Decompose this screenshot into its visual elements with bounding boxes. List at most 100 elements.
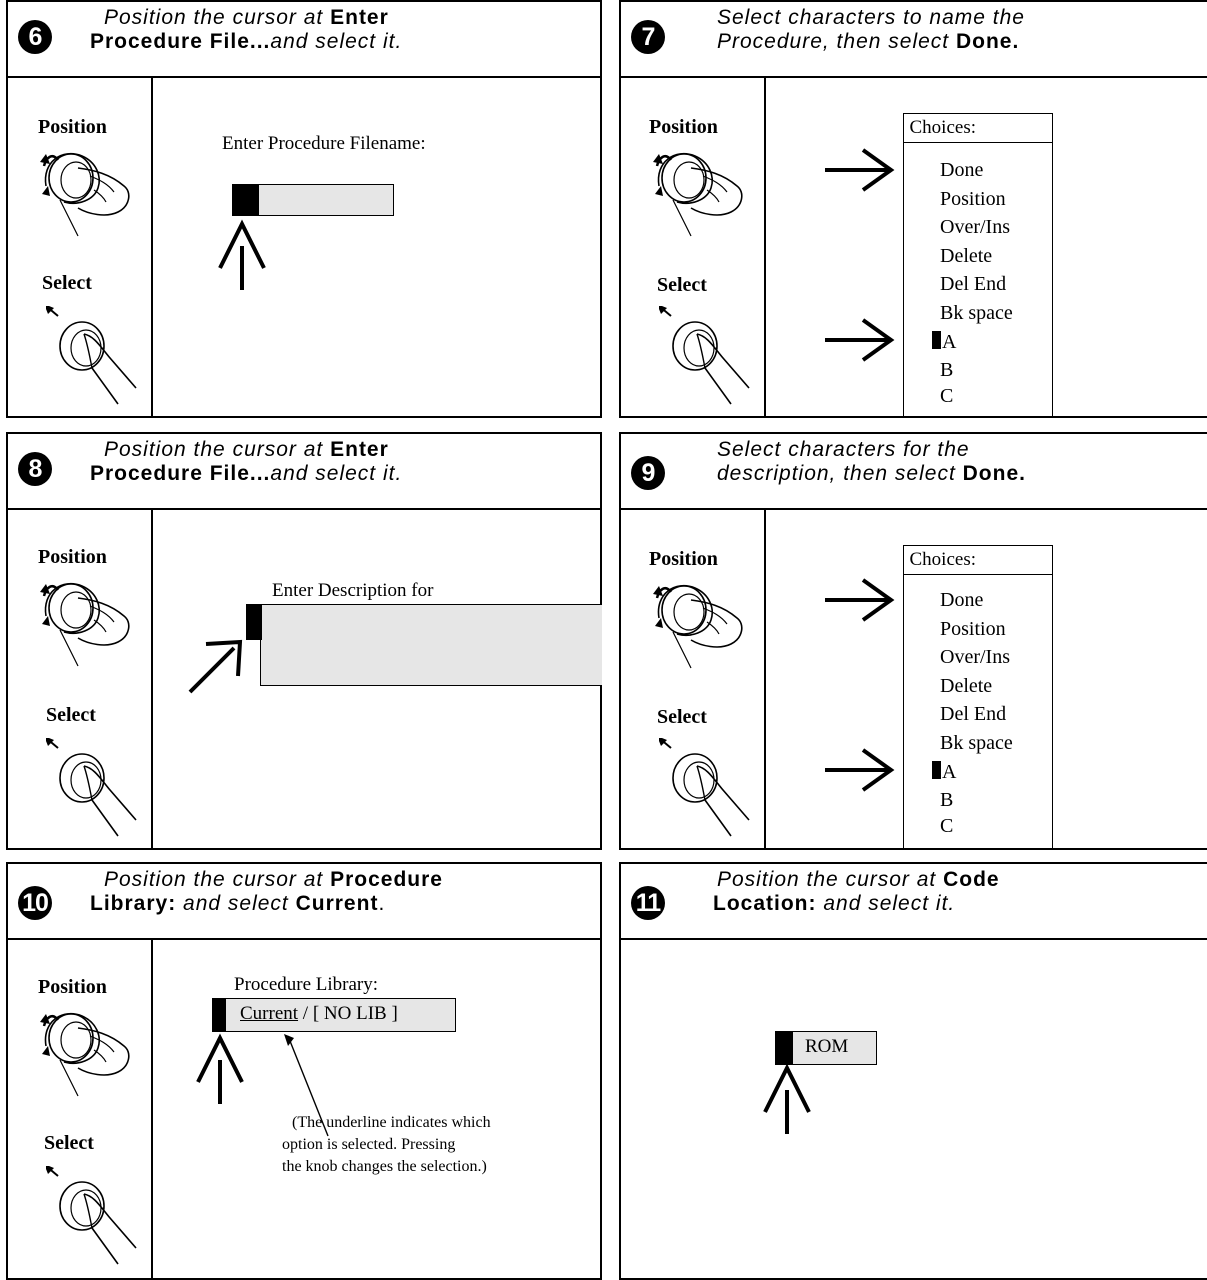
- step-title: Position the cursor at Procedure Library…: [90, 868, 590, 916]
- knob-sidebar: Position Select: [8, 510, 153, 848]
- pointer-line: [284, 1034, 329, 1137]
- text-cursor: [246, 604, 262, 640]
- press-knob-finger-icon: [659, 738, 750, 837]
- title-text: Procedure, then select: [717, 30, 956, 53]
- choice-item[interactable]: Done: [940, 589, 984, 611]
- step-11-header: 11 Position the cursor at Code Location:…: [621, 864, 1207, 940]
- position-label: Position: [649, 116, 718, 138]
- select-label: Select: [657, 274, 707, 296]
- select-label: Select: [42, 272, 92, 294]
- title-text: description, then select: [717, 462, 963, 485]
- choice-item[interactable]: C: [940, 815, 954, 837]
- step-number-badge: 7: [631, 20, 665, 54]
- title-bold: Library:: [90, 892, 177, 915]
- choice-item[interactable]: B: [940, 789, 954, 811]
- arrow-icon: [763, 1063, 811, 1134]
- choices-header: Choices:: [902, 113, 1053, 143]
- step-number-badge: 9: [631, 456, 665, 490]
- knob-sidebar: Position Select: [8, 940, 153, 1278]
- select-label: Select: [46, 704, 96, 726]
- text-cursor: [932, 761, 941, 779]
- step-title: Select characters for the description, t…: [717, 438, 1197, 486]
- choice-item[interactable]: B: [940, 359, 954, 381]
- step-6-panel: 6 Position the cursor at Enter Procedure…: [6, 0, 602, 418]
- step-10-header: 10 Position the cursor at Procedure Libr…: [8, 864, 600, 940]
- description-field[interactable]: [260, 604, 602, 686]
- choices-menu: Choices: Done Position Over/Ins Delete D…: [902, 113, 1053, 418]
- filename-field[interactable]: [232, 184, 394, 216]
- arrow-icon: [218, 219, 266, 290]
- rotate-knob-hand-icon: [38, 1012, 131, 1098]
- title-bold: Location:: [713, 892, 817, 915]
- step-7-panel: 7 Select characters to name the Procedur…: [619, 0, 1207, 418]
- title-text: Select characters to name the: [717, 6, 1025, 29]
- choice-item[interactable]: Del End: [940, 273, 1007, 295]
- step-8-header: 8 Position the cursor at Enter Procedure…: [8, 434, 600, 510]
- selected-option[interactable]: Current: [240, 1003, 299, 1024]
- rotate-knob-hand-icon: [651, 152, 744, 238]
- title-bold: Procedure: [330, 868, 443, 891]
- title-text: .: [378, 892, 386, 915]
- press-knob-finger-icon: [46, 738, 137, 837]
- step-6-header: 6 Position the cursor at Enter Procedure…: [8, 2, 600, 78]
- step-number-badge: 8: [18, 452, 52, 486]
- title-bold: Procedure File...: [90, 30, 271, 53]
- knob-sidebar: Position Select: [621, 510, 766, 848]
- title-text: and select it.: [270, 30, 403, 53]
- choice-item[interactable]: Del End: [940, 703, 1007, 725]
- choice-item[interactable]: Bk space: [940, 302, 1013, 324]
- press-knob-finger-icon: [46, 1166, 137, 1265]
- knob-sidebar: Position Select: [621, 78, 766, 416]
- rotate-knob-hand-icon: [651, 584, 744, 670]
- title-bold: Done.: [962, 462, 1026, 485]
- rotate-knob-hand-icon: [38, 152, 131, 238]
- arrow-icon: [825, 148, 895, 192]
- press-knob-finger-icon: [659, 306, 750, 405]
- step-title: Position the cursor at Enter Procedure F…: [90, 6, 590, 54]
- title-text: Position the cursor at: [104, 438, 331, 461]
- arrow-icon: [188, 639, 243, 694]
- text-cursor: [775, 1031, 793, 1065]
- choice-item[interactable]: A: [942, 761, 957, 783]
- position-label: Position: [38, 116, 107, 138]
- title-bold: Procedure File...: [90, 462, 271, 485]
- step-8-panel: 8 Position the cursor at Enter Procedure…: [6, 432, 602, 850]
- choice-item[interactable]: Done: [940, 159, 984, 181]
- choice-item[interactable]: Delete: [940, 245, 993, 267]
- select-label: Select: [657, 706, 707, 728]
- step-title: Position the cursor at Enter Procedure F…: [90, 438, 590, 486]
- choice-item[interactable]: C: [940, 385, 954, 407]
- position-label: Position: [649, 548, 718, 570]
- choice-item[interactable]: Over/Ins: [940, 216, 1010, 238]
- step-number-badge: 10: [18, 886, 52, 920]
- choices-header: Choices:: [902, 545, 1053, 575]
- arrow-icon: [825, 578, 895, 622]
- title-text: and select it.: [270, 462, 403, 485]
- field-value: Current / [ NO LIB ]: [240, 1003, 398, 1025]
- knob-sidebar: Position Select: [8, 78, 153, 416]
- note-line: option is selected. Pressing: [282, 1136, 456, 1153]
- choice-item[interactable]: Position: [940, 618, 1006, 640]
- text-cursor: [232, 184, 259, 216]
- title-text: Position the cursor at: [104, 6, 331, 29]
- choice-item[interactable]: Position: [940, 188, 1006, 210]
- choice-item[interactable]: Delete: [940, 675, 993, 697]
- step-11-panel: 11 Position the cursor at Code Location:…: [619, 862, 1207, 1280]
- text-cursor: [212, 998, 226, 1032]
- choice-item[interactable]: A: [942, 331, 957, 353]
- arrow-icon: [825, 318, 895, 362]
- title-text: Position the cursor at: [104, 868, 331, 891]
- other-option[interactable]: / [ NO LIB ]: [298, 1003, 398, 1024]
- text-cursor: [932, 331, 941, 349]
- step-number-badge: 6: [18, 20, 52, 54]
- choice-item[interactable]: Over/Ins: [940, 646, 1010, 668]
- step-title: Position the cursor at Code Location: an…: [713, 868, 1197, 916]
- note-line: (The underline indicates which: [292, 1114, 491, 1131]
- choice-item[interactable]: Bk space: [940, 732, 1013, 754]
- note-line: the knob changes the selection.): [282, 1158, 487, 1175]
- prompt-label: Enter Procedure Filename:: [222, 133, 426, 154]
- step-9-panel: 9 Select characters for the description,…: [619, 432, 1207, 850]
- position-label: Position: [38, 976, 107, 998]
- title-bold: Enter: [330, 438, 389, 461]
- step-number-badge: 11: [631, 886, 665, 920]
